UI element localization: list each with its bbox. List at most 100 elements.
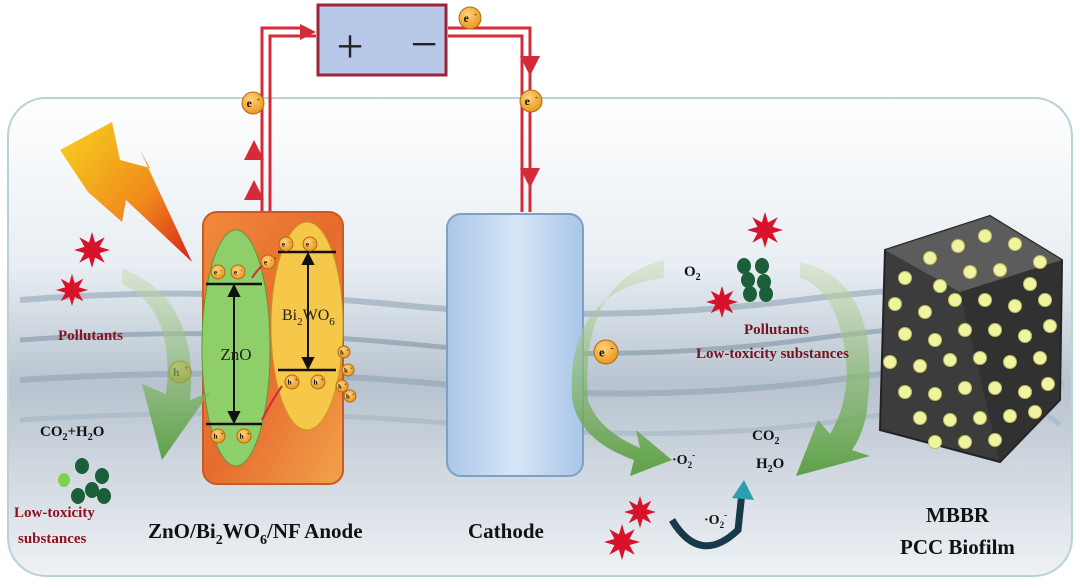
hole-icon: h+ <box>335 379 349 393</box>
carrier-bead <box>988 433 1002 447</box>
hole-icon: h+ <box>236 428 252 444</box>
svg-text:+: + <box>346 347 349 352</box>
plus-sign: + <box>336 20 363 73</box>
hole-icon: h+ <box>284 374 300 390</box>
carrier-bead <box>958 381 972 395</box>
electron-icon: e- <box>230 264 246 280</box>
pollutant-star-icon <box>706 286 738 318</box>
left-low-tox-1: Low-toxicity <box>14 505 95 521</box>
pollutant-star-icon <box>56 274 88 306</box>
svg-text:e: e <box>247 98 252 110</box>
hole-icon: h+ <box>337 345 351 359</box>
electron-icon: e- <box>278 236 294 252</box>
carrier-bead <box>888 297 902 311</box>
svg-text:-: - <box>289 239 291 245</box>
svg-text:-: - <box>313 239 315 245</box>
arrow-down-2 <box>520 168 540 188</box>
beads <box>883 229 1057 449</box>
carrier-bead <box>1023 277 1037 291</box>
svg-text:-: - <box>221 267 223 273</box>
left-low-tox-2: substances <box>18 531 87 547</box>
electron-icon: e- <box>593 339 619 365</box>
carrier-bead <box>918 305 932 319</box>
electron-icon: e- <box>241 91 265 115</box>
hole-icon: h+ <box>343 389 357 403</box>
carrier-bead <box>1033 255 1047 269</box>
light-bolt-icon <box>60 122 192 262</box>
product-dot <box>75 458 89 474</box>
product-dot <box>755 258 769 274</box>
carrier-bead <box>1043 319 1057 333</box>
carrier-bead <box>933 279 947 293</box>
right-low-tox-label: Low-toxicity substances <box>696 346 849 362</box>
carrier-bead <box>958 323 972 337</box>
right-h2o-label: H2O <box>756 456 784 475</box>
svg-text:+: + <box>352 391 355 396</box>
carrier-bead <box>1018 385 1032 399</box>
carrier-bead <box>1008 299 1022 313</box>
svg-text:e: e <box>525 96 530 108</box>
svg-text:h: h <box>338 383 342 390</box>
pollutant-star-icon <box>747 212 783 248</box>
carrier-bead <box>978 293 992 307</box>
arrow-up-1 <box>244 140 264 160</box>
svg-text:+: + <box>344 381 347 386</box>
hole-icon: h+ <box>341 363 355 377</box>
carrier-bead <box>913 359 927 373</box>
cathode-caption: Cathode <box>468 519 544 543</box>
cathode-block <box>446 213 584 477</box>
svg-text:-: - <box>271 257 273 263</box>
svg-text:-: - <box>257 95 260 104</box>
carrier-bead <box>958 435 972 449</box>
carrier-bead <box>898 385 912 399</box>
svg-text:h: h <box>240 432 244 441</box>
svg-text:+: + <box>350 365 353 370</box>
svg-text:e: e <box>464 13 469 25</box>
bwo-label: Bi2WO6 <box>282 307 335 328</box>
wire-cathode <box>448 34 524 212</box>
carrier-bead <box>988 323 1002 337</box>
svg-text:+: + <box>221 431 224 437</box>
electron-icon: e- <box>260 254 276 270</box>
svg-text:h: h <box>288 378 292 387</box>
teal-arrow-head <box>732 480 754 500</box>
carrier-bead <box>973 351 987 365</box>
arrow-down-1 <box>520 56 540 76</box>
right-green-arrow <box>796 262 870 476</box>
svg-text:-: - <box>611 343 614 353</box>
product-dot <box>757 274 771 290</box>
carrier-bead <box>1018 329 1032 343</box>
minus-sign: − <box>410 18 437 71</box>
power-source <box>316 3 448 77</box>
product-dot <box>737 258 751 274</box>
carrier-bead <box>1033 351 1047 365</box>
right-co2-label: CO2 <box>752 428 780 447</box>
biofilm-label: PCC Biofilm <box>900 535 1015 559</box>
carrier-bead <box>1003 409 1017 423</box>
superoxide2-label: ·O2- <box>704 510 727 530</box>
biofilm-cube <box>878 214 1064 464</box>
carrier-bead <box>913 411 927 425</box>
carrier-bead <box>1041 377 1055 391</box>
carrier-bead <box>948 293 962 307</box>
svg-text:e: e <box>599 346 605 360</box>
pollutant-star-icon <box>604 524 640 560</box>
product-dot <box>58 473 70 487</box>
electron-icon: e- <box>519 89 543 113</box>
carrier-bead <box>1038 293 1052 307</box>
pollutant-star-icon <box>74 232 110 268</box>
left-co2-label: CO2+H2O <box>40 424 104 443</box>
svg-text:e: e <box>214 268 218 277</box>
carrier-bead <box>978 229 992 243</box>
electron-icon: e- <box>458 6 482 30</box>
middle-green-arrow <box>571 260 672 476</box>
product-dot <box>743 286 757 302</box>
product-dot <box>741 272 755 288</box>
electron-icon: e- <box>302 236 318 252</box>
svg-text:h: h <box>340 349 344 356</box>
carrier-bead <box>1008 237 1022 251</box>
svg-text:+: + <box>247 431 250 437</box>
svg-text:+: + <box>295 377 298 383</box>
